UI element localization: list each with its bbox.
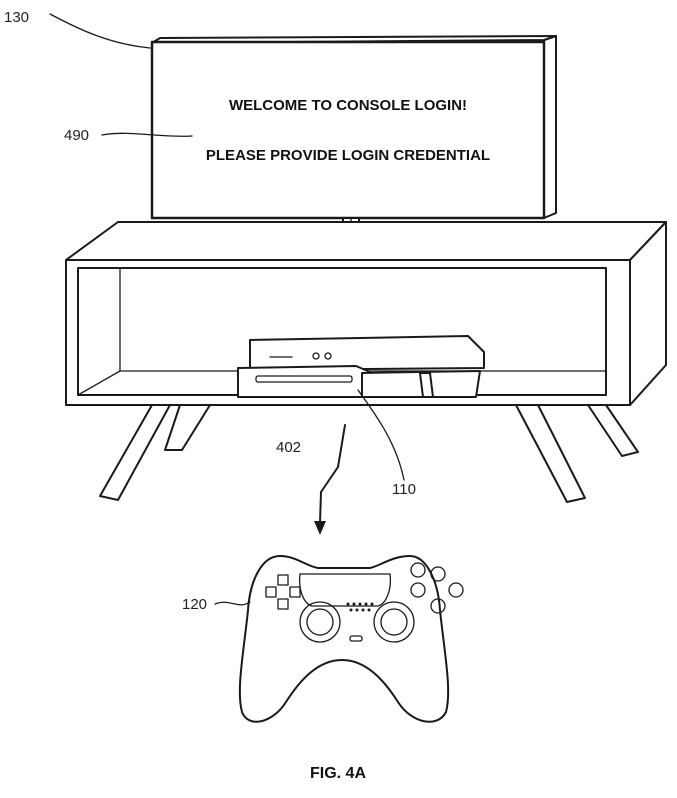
label-402: 402 bbox=[276, 439, 301, 456]
dpad bbox=[265, 574, 301, 610]
home-button bbox=[349, 635, 363, 642]
screen-welcome-text: WELCOME TO CONSOLE LOGIN! bbox=[229, 97, 467, 114]
game-console bbox=[237, 335, 485, 398]
right-thumbstick bbox=[373, 601, 415, 643]
leader-lines bbox=[49, 13, 405, 606]
left-thumbstick bbox=[299, 601, 341, 643]
label-130: 130 bbox=[4, 9, 29, 26]
figure-caption: FIG. 4A bbox=[310, 765, 366, 782]
wireless-signal bbox=[314, 424, 346, 535]
label-120: 120 bbox=[182, 596, 207, 613]
screen-credential-text: PLEASE PROVIDE LOGIN CREDENTIAL bbox=[206, 147, 490, 164]
label-490: 490 bbox=[64, 127, 89, 144]
speaker-dots bbox=[346, 602, 374, 612]
television: WELCOME TO CONSOLE LOGIN! PLEASE PROVIDE… bbox=[150, 35, 557, 254]
label-110: 110 bbox=[392, 481, 416, 498]
game-controller bbox=[238, 555, 464, 723]
face-buttons bbox=[410, 562, 464, 614]
tv-screen bbox=[150, 40, 546, 220]
